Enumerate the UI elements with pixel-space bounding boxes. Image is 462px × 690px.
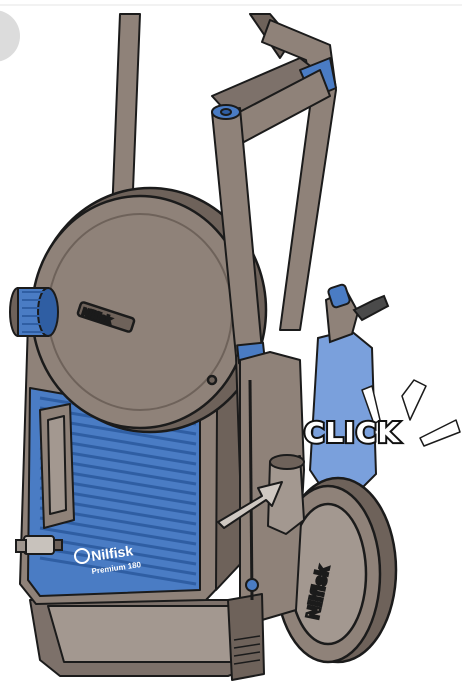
reel-knob (10, 288, 58, 336)
detergent-bottle (310, 284, 388, 488)
base-frame (30, 600, 260, 676)
corner-marker (0, 10, 20, 62)
click-label: CLICK (304, 416, 400, 449)
